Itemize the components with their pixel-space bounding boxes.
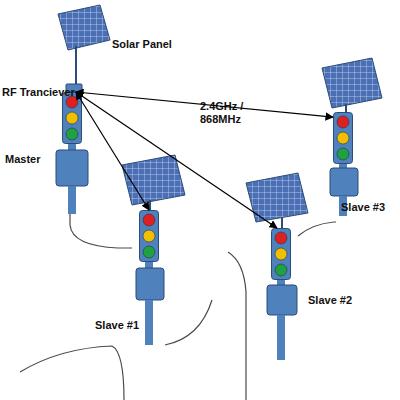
panel-stem <box>149 200 151 210</box>
annotation-label: RF Tranciever <box>2 86 82 99</box>
pole <box>277 315 285 360</box>
annotation-label: 2.4GHz / 868MHz <box>200 100 250 126</box>
signal-lamp <box>143 230 155 242</box>
signal-lamp <box>66 128 78 140</box>
road-curb <box>20 346 124 400</box>
traffic-signal-head: Slave #3 <box>333 112 353 164</box>
controller-box <box>330 168 358 196</box>
road-curb <box>298 222 336 236</box>
signal-lamp <box>275 248 287 260</box>
pole <box>145 262 153 268</box>
radio-link <box>76 92 277 228</box>
signal-lamp <box>143 214 155 226</box>
traffic-signal-head: Master <box>62 92 82 144</box>
signal-lamp <box>337 116 349 128</box>
controller-box <box>136 268 164 300</box>
radio-link <box>76 92 333 117</box>
controller-box <box>267 285 297 315</box>
signal-lamp <box>337 132 349 144</box>
panel-stem <box>75 46 77 84</box>
signal-lamp <box>337 148 349 160</box>
signal-housing <box>62 92 82 144</box>
signal-housing <box>271 228 291 280</box>
road-edge <box>20 205 336 400</box>
signal-lamp <box>143 246 155 258</box>
controller-box <box>56 150 88 186</box>
unit-label: Master <box>5 153 60 166</box>
signal-housing <box>139 210 159 262</box>
pole <box>68 186 76 214</box>
housing-body <box>63 93 82 144</box>
road-curb <box>228 252 246 400</box>
signal-lamp <box>66 112 78 124</box>
road-curb <box>70 205 132 248</box>
signal-housing <box>333 112 353 164</box>
unit-label: Slave #3 <box>341 201 400 214</box>
unit-label: Slave #1 <box>95 319 155 332</box>
solar-panel <box>122 155 185 205</box>
panel-stem <box>345 104 347 112</box>
annotation-label: Solar Panel <box>112 38 192 51</box>
radio-link <box>76 92 149 210</box>
solar-panel <box>58 5 110 50</box>
unit-label: Slave #2 <box>308 294 368 307</box>
solar-panel <box>246 173 308 222</box>
housing-body <box>140 211 159 262</box>
housing-body <box>334 113 353 164</box>
panel-stem <box>281 218 283 228</box>
traffic-signal-head: Slave #1 <box>139 210 159 262</box>
pole <box>277 280 285 285</box>
pole <box>145 300 153 345</box>
road-curb <box>165 300 212 345</box>
signal-lamp <box>275 264 287 276</box>
housing-body <box>272 229 291 280</box>
traffic-signal-head: Slave #2 <box>271 228 291 280</box>
signal-lamp <box>275 232 287 244</box>
solar-panel <box>322 58 382 108</box>
